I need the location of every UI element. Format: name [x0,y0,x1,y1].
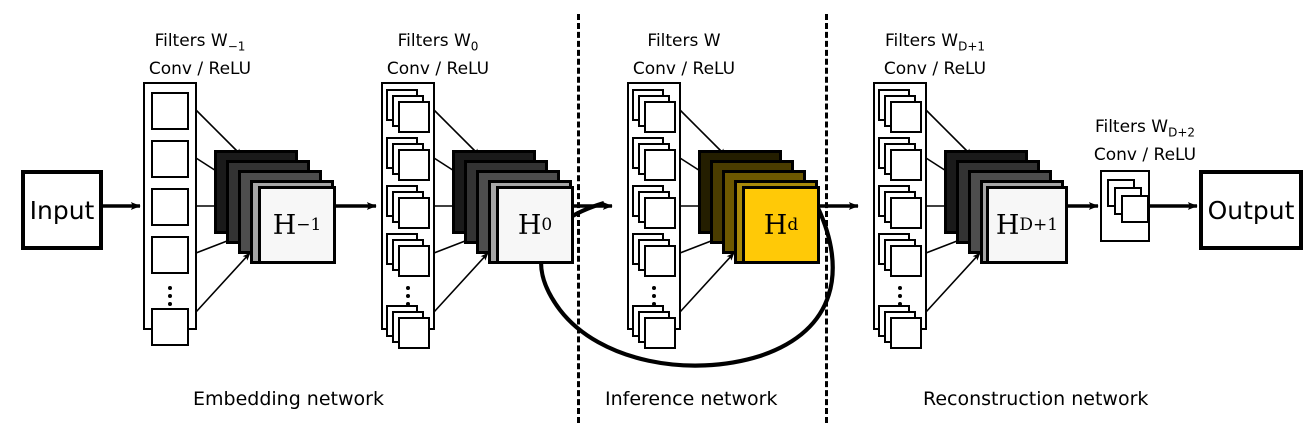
filter-stack [386,137,432,183]
filter-stack [632,305,678,351]
filters-w-text: Filters W [1094,117,1169,137]
filter-stack [878,89,924,135]
output-label: Output [1207,195,1295,225]
filter-stack [386,305,432,351]
feature-map-label: H [763,209,788,241]
filters-w-subscript: −1 [227,39,246,54]
filters-w-text: Filters W [397,31,471,51]
filter-stack [632,233,678,279]
section-divider-left [577,14,580,423]
filter-square [151,140,189,178]
feature-map-subscript: 0 [541,215,553,235]
filter-column-block1 [143,82,197,346]
filter-stack [632,89,678,135]
filter-stack [386,185,432,231]
filters-caption-block1: Filters W−1 Conv / ReLU [120,30,280,81]
filter-ellipsis [383,282,433,310]
filter-stack [1107,179,1149,235]
filters-w-subscript: D+2 [1168,125,1196,140]
feature-map-subscript: d [787,215,799,235]
section-divider-right [825,14,828,423]
filter-ellipsis [629,282,679,310]
section-caption-inference: Inference network [605,388,778,410]
filters-w-text: Filters W [154,31,228,51]
filter-square [151,236,189,274]
feature-map-subscript: D+1 [1019,215,1059,235]
output-box: Output [1199,170,1303,250]
filter-square [151,308,189,346]
conv-relu-text: Conv / ReLU [386,59,490,80]
filters-w-text: Filters W [884,31,959,51]
conv-relu-text: Conv / ReLU [883,59,987,80]
conv-relu-text: Conv / ReLU [1093,145,1197,166]
filter-stack [878,137,924,183]
filters-w-text: Filters W [647,31,721,51]
filter-square [151,92,189,130]
filter-stack [386,233,432,279]
filter-column-final [1100,170,1150,242]
filter-column-block2 [381,82,435,349]
filters-caption-block3: Filters W Conv / ReLU [604,30,764,81]
filter-stack [878,233,924,279]
filter-column-block3 [627,82,681,349]
feature-map-subscript: −1 [296,215,322,235]
filters-caption-final: Filters WD+2 Conv / ReLU [1060,116,1230,167]
filter-column-block4 [873,82,927,349]
filter-stack [386,89,432,135]
feature-map-front-block1: H−1 [258,186,336,264]
filter-square [151,188,189,226]
feature-map-label: H [517,209,542,241]
conv-relu-text: Conv / ReLU [632,59,736,80]
filter-stack [878,185,924,231]
filters-caption-block4: Filters WD+1 Conv / ReLU [850,30,1020,81]
input-label: Input [29,195,95,225]
filters-caption-block2: Filters W0 Conv / ReLU [358,30,518,81]
filter-ellipsis [875,282,925,310]
conv-relu-text: Conv / ReLU [148,59,252,80]
filter-stack [632,185,678,231]
filters-w-subscript: D+1 [958,39,986,54]
section-caption-reconstruction: Reconstruction network [923,388,1149,410]
section-caption-embedding: Embedding network [193,388,384,410]
input-box: Input [21,170,103,250]
filter-stack [878,305,924,351]
filter-stack [632,137,678,183]
feature-map-label: H [995,209,1020,241]
filter-ellipsis [145,282,195,310]
filters-w-subscript: 0 [470,39,479,54]
feature-map-label: H [272,209,297,241]
